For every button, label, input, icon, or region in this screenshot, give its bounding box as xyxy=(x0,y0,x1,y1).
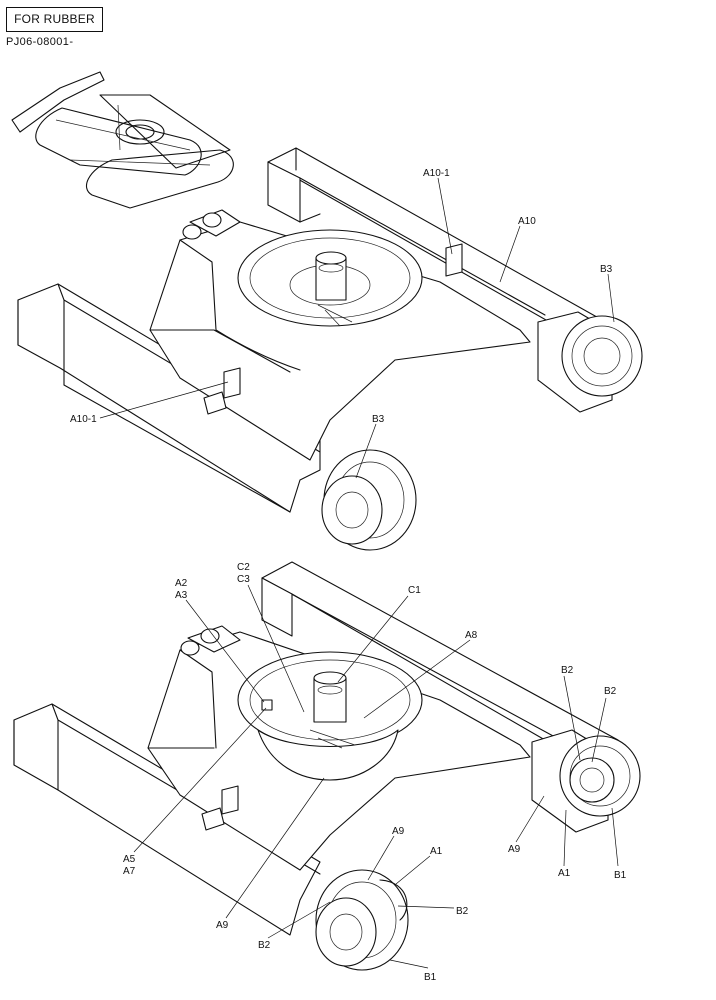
callout-a9-bottom: A9 xyxy=(216,920,229,931)
callout-a1-right: A1 xyxy=(558,868,571,879)
callout-c1: C1 xyxy=(408,585,421,596)
callout-a10-1-lower: A10-1 xyxy=(70,414,97,425)
callout-b2-b: B2 xyxy=(604,686,617,697)
part-number: PJ06-08001- xyxy=(6,36,74,48)
callout-a10: A10 xyxy=(518,216,536,227)
callout-a2: A2 xyxy=(175,578,188,589)
callout-a8: A8 xyxy=(465,630,478,641)
callout-b2-front: B2 xyxy=(456,906,469,917)
callout-b1-front: B1 xyxy=(424,972,437,983)
callout-b3-front: B3 xyxy=(372,414,385,425)
callout-a3: A3 xyxy=(175,590,188,601)
leader-lines-bottom xyxy=(133,584,619,969)
callouts-bottom: C2 C3 A2 A3 C1 A8 B2 B2 A5 A7 A9 A1 B1 A… xyxy=(123,562,627,983)
scope-label: FOR RUBBER xyxy=(14,12,95,26)
callout-a5: A5 xyxy=(123,854,136,865)
callout-a7: A7 xyxy=(123,866,136,877)
callout-a1-front: A1 xyxy=(430,846,443,857)
leader-lines-top xyxy=(99,177,615,479)
callouts-top: A10-1 A10 B3 A10-1 B3 xyxy=(70,168,613,425)
callout-b2-a: B2 xyxy=(561,665,574,676)
callout-a10-1-upper: A10-1 xyxy=(423,168,450,179)
callout-b2-left: B2 xyxy=(258,940,271,951)
callout-b1-right: B1 xyxy=(614,870,627,881)
callout-a9-right: A9 xyxy=(508,844,521,855)
callout-a9-front: A9 xyxy=(392,826,405,837)
callout-b3-right: B3 xyxy=(600,264,613,275)
track-frame-top-view xyxy=(17,147,643,551)
callout-c3: C3 xyxy=(237,574,250,585)
track-frame-bottom-view xyxy=(13,561,641,971)
scope-label-box: FOR RUBBER xyxy=(6,7,103,32)
callout-c2: C2 xyxy=(237,562,250,573)
machine-thumbnail xyxy=(11,71,234,209)
